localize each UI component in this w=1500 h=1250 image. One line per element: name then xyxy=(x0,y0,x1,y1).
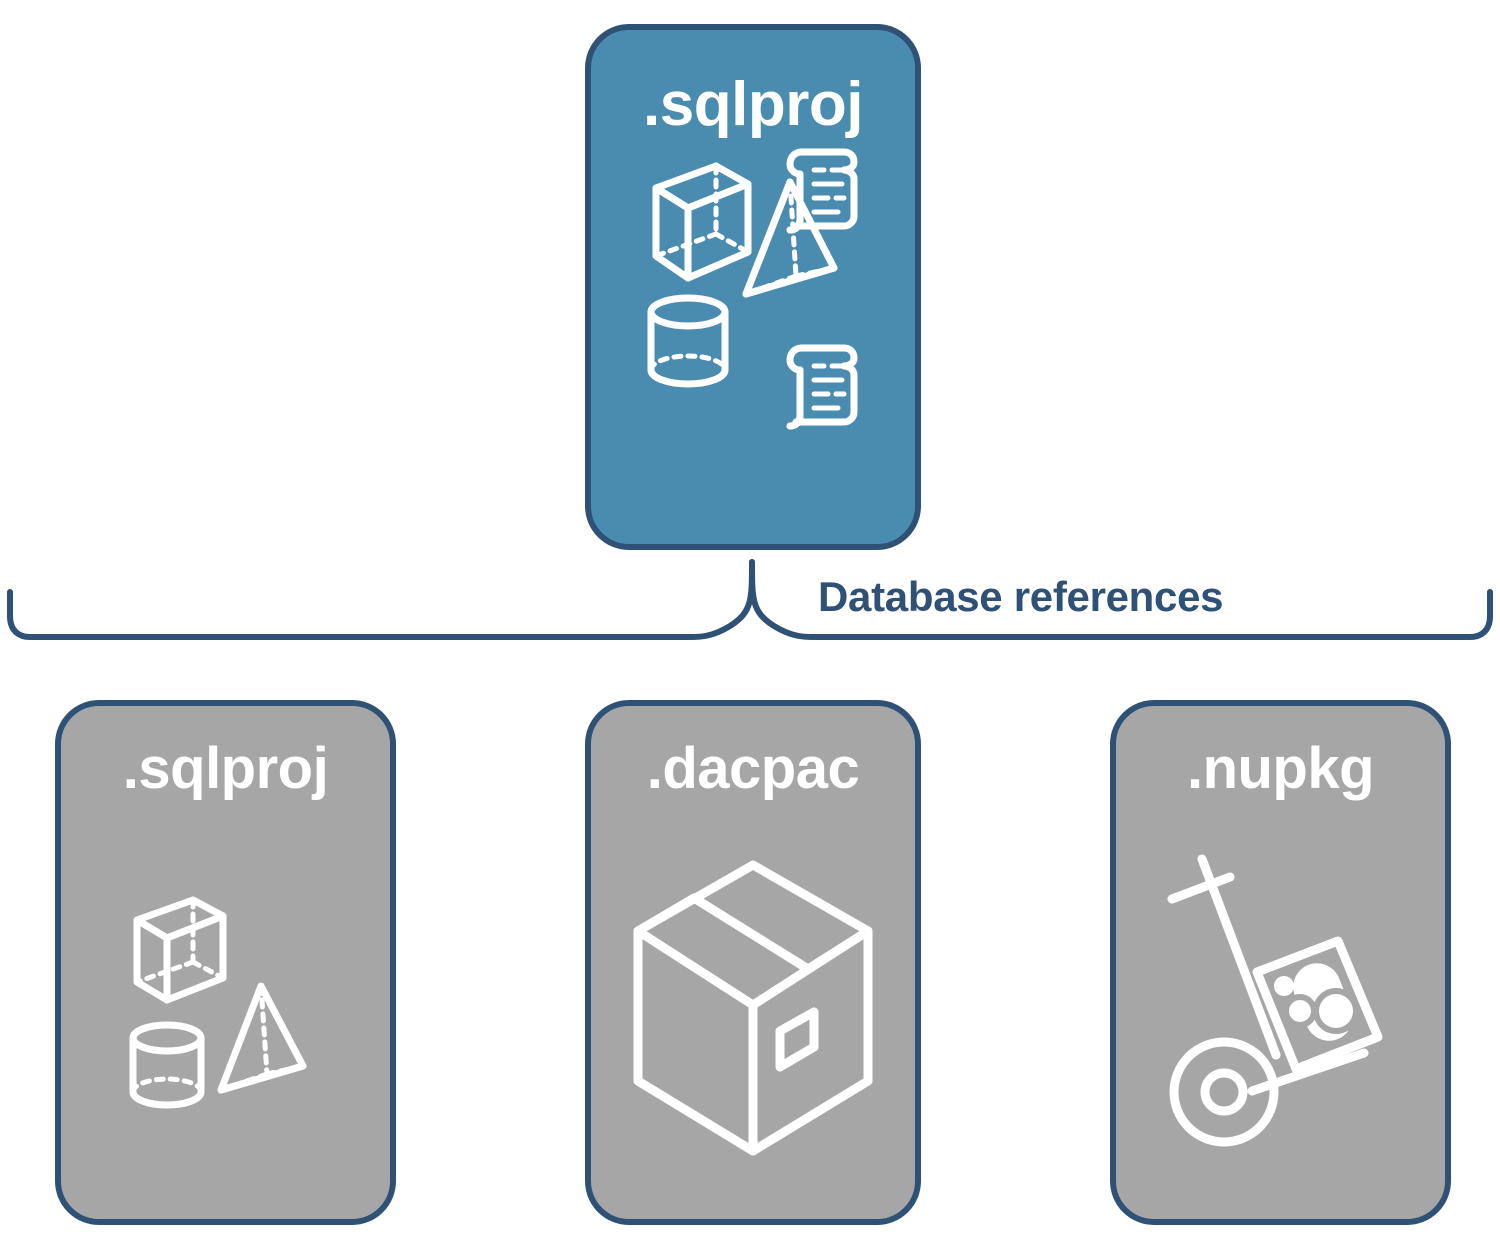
node-root-sqlproj[interactable]: .sqlproj xyxy=(585,24,921,550)
script-scroll-icon xyxy=(786,344,858,430)
script-scroll-icon xyxy=(786,148,858,234)
pyramid-wireframe-icon xyxy=(217,982,306,1093)
connector-brace xyxy=(6,559,1493,640)
node-reference-dacpac-artwork xyxy=(591,798,915,1219)
cylinder-wireframe-icon xyxy=(647,294,729,388)
node-reference-nupkg-artwork xyxy=(1116,798,1445,1219)
node-root-title: .sqlproj xyxy=(643,70,863,139)
pyramid-wireframe-icon xyxy=(742,178,838,298)
cube-wireframe-icon xyxy=(133,896,226,1003)
cube-wireframe-icon xyxy=(652,162,752,282)
node-reference-dacpac-title: .dacpac xyxy=(646,736,860,801)
hand-truck-package-icon xyxy=(1167,854,1382,1146)
node-reference-sqlproj-title: .sqlproj xyxy=(122,736,329,801)
connector-label: Database references xyxy=(818,573,1224,620)
node-reference-nupkg-title: .nupkg xyxy=(1186,736,1375,801)
node-reference-dacpac[interactable]: .dacpac xyxy=(585,700,921,1225)
cylinder-wireframe-icon xyxy=(129,1021,204,1108)
node-reference-nupkg[interactable]: .nupkg xyxy=(1110,700,1451,1225)
node-root-artwork xyxy=(591,136,915,544)
shipping-box-icon xyxy=(633,860,873,1155)
node-reference-sqlproj-artwork xyxy=(61,798,390,1219)
node-reference-sqlproj[interactable]: .sqlproj xyxy=(55,700,396,1225)
